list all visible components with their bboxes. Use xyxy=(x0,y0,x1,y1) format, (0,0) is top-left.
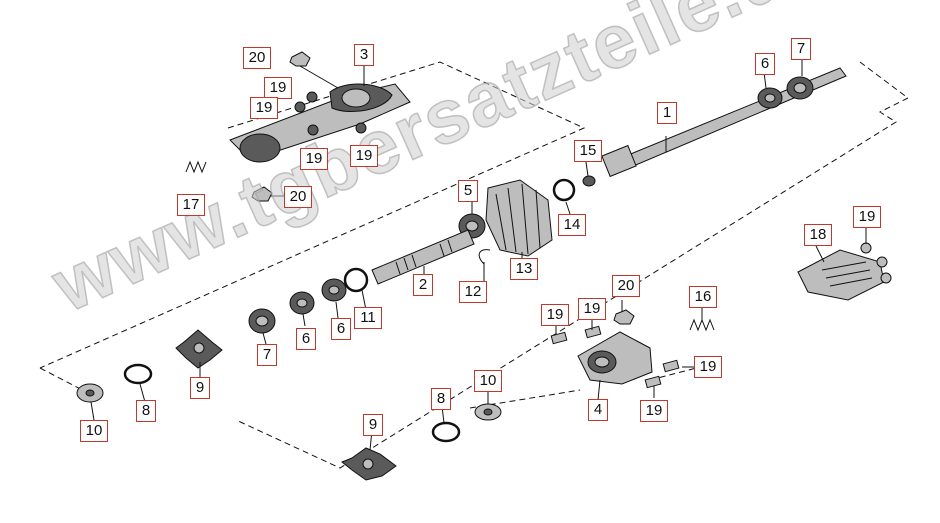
callout-12: 12 xyxy=(459,281,487,303)
callout-15: 15 xyxy=(574,140,602,162)
callout-5: 5 xyxy=(458,180,478,202)
callout-10-lower: 10 xyxy=(474,370,502,392)
callout-20-left: 20 xyxy=(284,186,312,208)
callout-19-top-c: 19 xyxy=(300,148,328,170)
callout-19-housing-b: 19 xyxy=(578,298,606,320)
callout-3: 3 xyxy=(354,44,374,66)
right-assembly-outline xyxy=(235,61,909,469)
callout-19-housing-c: 19 xyxy=(694,356,722,378)
callout-4: 4 xyxy=(588,399,608,421)
spring-16 xyxy=(689,318,715,332)
callout-19-top-b: 19 xyxy=(250,97,278,119)
callout-8-lower: 8 xyxy=(431,388,451,410)
linkage-arm-assembly xyxy=(229,83,411,163)
washers-lower-left xyxy=(76,363,153,403)
small-nuts-group xyxy=(251,51,367,202)
callout-19-top-a: 19 xyxy=(264,77,292,99)
callout-19-cover: 19 xyxy=(853,206,881,228)
callout-14: 14 xyxy=(558,214,586,236)
callout-11: 11 xyxy=(354,307,382,329)
flange-upper xyxy=(175,329,223,369)
callout-13: 13 xyxy=(510,258,538,280)
spring-17 xyxy=(185,160,207,174)
bearings-top-right xyxy=(757,76,814,109)
callout-7-top: 7 xyxy=(791,38,811,60)
callout-9-lower: 9 xyxy=(363,414,383,436)
callout-20-top: 20 xyxy=(243,47,271,69)
callout-2: 2 xyxy=(413,274,433,296)
callout-20-housing: 20 xyxy=(612,275,640,297)
pinion-shaft xyxy=(371,229,475,285)
callout-6-mid: 6 xyxy=(331,318,351,340)
callout-8-left: 8 xyxy=(136,400,156,422)
callout-19-housing-a: 19 xyxy=(541,304,569,326)
callout-6-left: 6 xyxy=(296,328,316,350)
gear-housing xyxy=(550,309,680,389)
callout-6-top: 6 xyxy=(755,53,775,75)
housing-cover xyxy=(797,242,892,301)
bearings-left-row xyxy=(248,267,369,334)
bevel-gear xyxy=(485,179,553,257)
callout-18: 18 xyxy=(804,224,832,246)
flange-lower xyxy=(341,447,397,481)
callout-10-left: 10 xyxy=(80,420,108,442)
callout-7-left: 7 xyxy=(257,344,277,366)
callout-17: 17 xyxy=(177,194,205,216)
callout-19-top-d: 19 xyxy=(350,145,378,167)
callout-1: 1 xyxy=(657,102,677,124)
callout-9-upper: 9 xyxy=(190,377,210,399)
callout-16: 16 xyxy=(689,286,717,308)
callout-19-housing-d: 19 xyxy=(640,400,668,422)
